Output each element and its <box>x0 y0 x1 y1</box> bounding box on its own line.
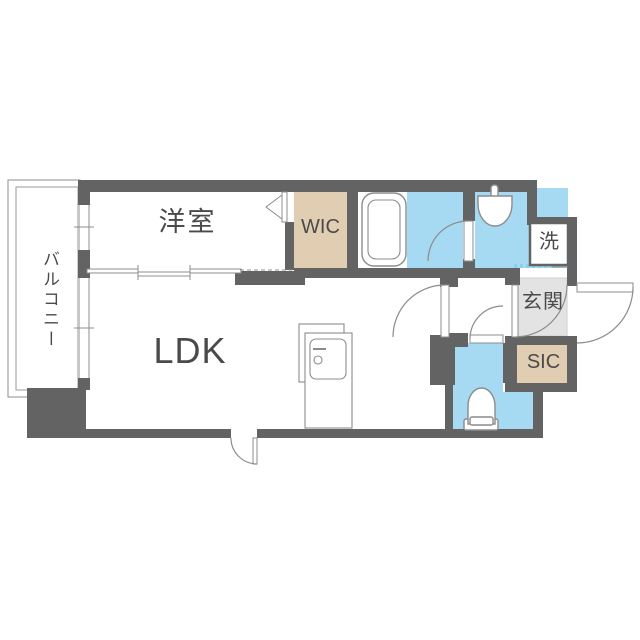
bathroom-floor <box>407 192 463 268</box>
toilet-seat-line <box>469 416 494 426</box>
wic-door-swing-icon <box>265 194 283 220</box>
ldk-bottom-door-opening <box>231 429 257 438</box>
wall-left-segment-2 <box>78 250 90 278</box>
refrigerator-icon <box>304 332 353 429</box>
wall-right-lower <box>567 336 577 392</box>
wall-toilet-sic <box>503 343 517 383</box>
fixtures <box>298 184 570 431</box>
wall-entrance-bottom <box>505 336 567 345</box>
wall-left-segment-1 <box>78 180 90 205</box>
wic-floor <box>294 192 347 268</box>
bathtub-icon <box>361 192 407 267</box>
wall-hall-stub <box>440 276 458 287</box>
doors <box>86 191 634 465</box>
toilet-door-swing-arc <box>469 305 504 340</box>
wall-bath-washroom-lower <box>463 259 475 270</box>
front-door-swing-arc <box>576 286 634 344</box>
wall-top <box>78 180 535 192</box>
wall-interior-left <box>235 271 305 285</box>
entrance-inner-door-swing-arc <box>514 284 568 338</box>
toilet-door-leaf <box>469 334 504 344</box>
ldk-door-swing-arc <box>392 284 446 338</box>
wall-corner-bottom-left <box>27 388 86 438</box>
wall-top-step-vertical <box>527 180 537 225</box>
front-door-leaf <box>576 282 634 293</box>
wall-toilet-left <box>445 343 453 429</box>
windows <box>74 205 94 378</box>
balcony-floor <box>15 186 79 391</box>
bathroom-door-swing-arc <box>427 220 469 262</box>
balcony-outer-outline <box>7 179 81 398</box>
floors <box>7 179 570 429</box>
entrance-inner-door-leaf <box>511 284 519 338</box>
wall-wic-left <box>285 222 294 270</box>
wall-interior-horizontal <box>294 268 513 278</box>
refrigerator-door-panel <box>309 338 347 380</box>
wall-bath-washroom-upper <box>463 188 475 221</box>
sliding-door-panel-2 <box>137 271 191 277</box>
bathtub-inner-line <box>367 199 401 260</box>
wic-door-leaf <box>281 191 288 223</box>
ldk-bottom-door-leaf <box>252 437 258 465</box>
sliding-door-panel-3 <box>189 268 242 274</box>
wall-toilet-right <box>533 388 543 438</box>
wall-top-step-horizontal <box>527 217 577 225</box>
refrigerator-knob <box>313 355 323 365</box>
ldk-door-leaf <box>440 284 450 338</box>
sliding-door-panel-1 <box>86 268 139 274</box>
wall-wic-bath <box>347 188 358 270</box>
bathroom-door-leaf <box>463 220 474 262</box>
entrance-floor <box>516 277 568 337</box>
toilet-icon <box>467 387 496 425</box>
ldk-bottom-door-swing-arc <box>230 437 258 465</box>
washbasin-icon <box>477 195 513 227</box>
sic-floor <box>517 345 570 383</box>
wall-entrance-left-stub <box>505 268 520 285</box>
walls <box>27 180 577 438</box>
wall-sic-bottom <box>505 383 577 392</box>
laundry-machine-box <box>528 221 570 267</box>
wall-left-segment-3 <box>78 378 90 390</box>
wall-bottom <box>86 429 543 438</box>
wall-right-upper <box>567 225 577 286</box>
